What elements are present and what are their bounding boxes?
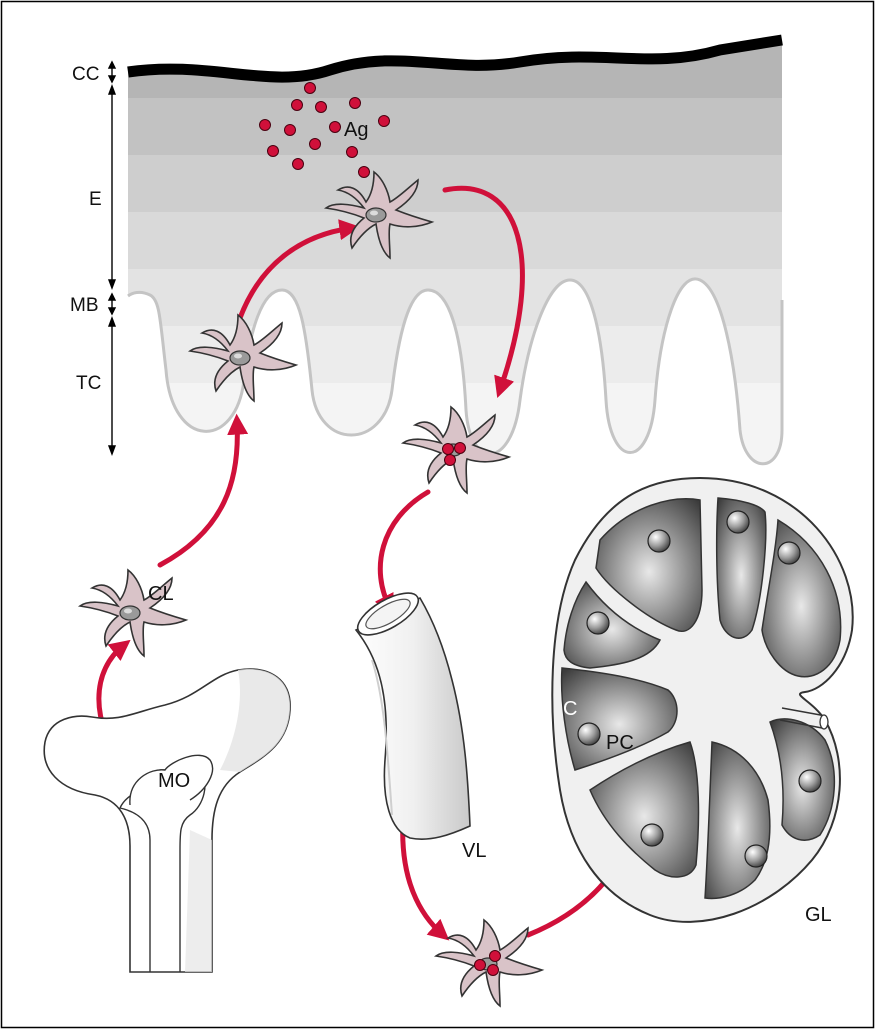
follicle <box>799 770 821 792</box>
antigen-dot-icon <box>359 167 370 178</box>
antigen-dot-icon <box>293 159 304 170</box>
follicle <box>648 530 670 552</box>
follicle <box>641 824 663 846</box>
label-mo: MO <box>158 770 190 792</box>
antigen-dot-icon <box>260 120 271 131</box>
label-cc: CC <box>72 64 99 85</box>
antigen-dot-icon <box>268 146 279 157</box>
antigen-dot-icon <box>285 125 296 136</box>
label-ag: Ag <box>344 119 368 141</box>
label-gl: GL <box>805 904 832 926</box>
label-tc: TC <box>76 373 101 394</box>
antigen-dot-icon <box>347 147 358 158</box>
antigen-dot-icon <box>379 116 390 127</box>
antigen-dot-icon <box>330 122 341 133</box>
follicle <box>745 845 767 867</box>
label-e: E <box>89 189 102 210</box>
antigen-dot-icon <box>316 102 327 113</box>
follicle <box>778 542 800 564</box>
follicle <box>578 723 600 745</box>
antigen-dot-icon <box>310 139 321 150</box>
follicle <box>727 511 749 533</box>
label-c: C <box>563 698 577 720</box>
antigen-dot-icon <box>305 83 316 94</box>
label-mb: MB <box>70 295 99 316</box>
antigen-dot-icon <box>292 100 303 111</box>
antigen-dot-icon <box>350 98 361 109</box>
follicle <box>587 612 609 634</box>
label-vl: VL <box>462 840 486 862</box>
label-cl: CL <box>148 583 174 605</box>
label-pc: PC <box>606 732 634 754</box>
